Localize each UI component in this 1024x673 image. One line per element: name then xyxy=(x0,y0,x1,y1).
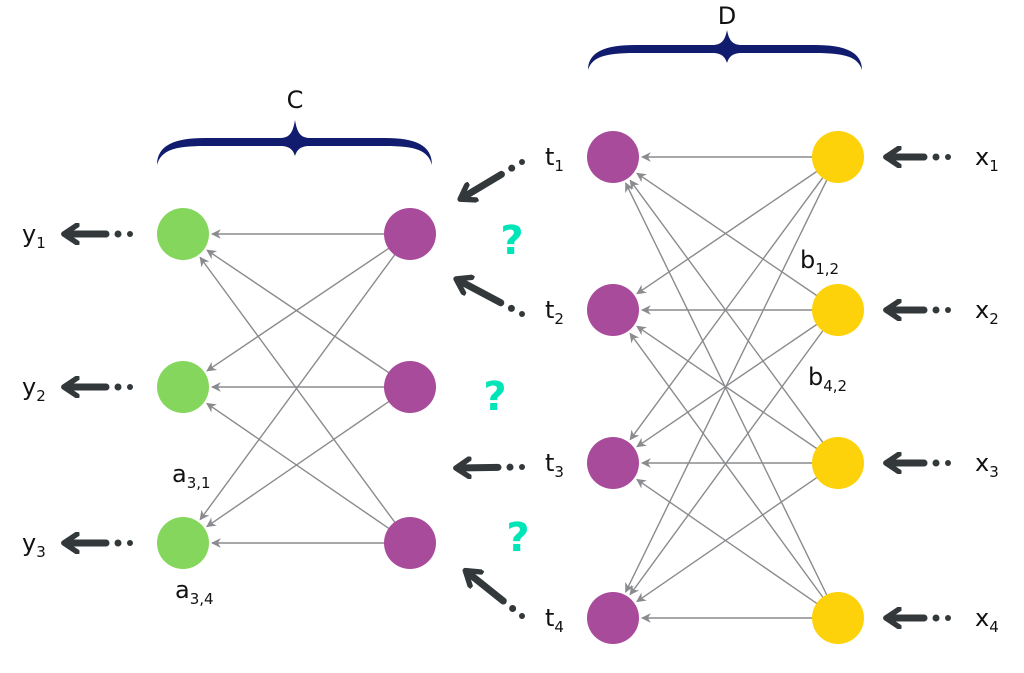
hidden-arrow xyxy=(462,159,525,198)
c-edge xyxy=(206,245,393,372)
hidden-label: t1 xyxy=(545,143,564,175)
input-label: x2 xyxy=(975,296,999,328)
c-input-node xyxy=(384,208,436,260)
d-edge xyxy=(636,172,821,299)
c-input-node xyxy=(384,517,436,569)
d-edge xyxy=(636,325,821,452)
output-label: y2 xyxy=(22,373,46,405)
input-label: x1 xyxy=(975,143,999,175)
weight-label: a3,1 xyxy=(172,460,211,492)
output-arrow xyxy=(66,384,133,391)
hidden-arrow xyxy=(458,464,525,471)
group-label-c: C xyxy=(287,86,304,114)
input-node xyxy=(812,131,864,183)
io-arrows xyxy=(66,154,951,622)
input-arrow xyxy=(888,154,951,161)
input-node xyxy=(812,437,864,489)
hidden-node xyxy=(587,592,639,644)
output-arrow xyxy=(66,540,133,547)
d-edge xyxy=(625,182,829,599)
hidden-node xyxy=(587,284,639,336)
c-edge xyxy=(199,251,398,521)
c-edge xyxy=(206,249,393,376)
d-edge xyxy=(636,478,821,607)
d-edge xyxy=(629,327,826,596)
hidden-label: t3 xyxy=(545,449,564,481)
question-mark-icon: ? xyxy=(483,374,506,420)
input-node xyxy=(812,592,864,644)
d-edge xyxy=(636,321,821,448)
d-edge xyxy=(636,474,821,603)
input-node xyxy=(812,284,864,336)
d-edge xyxy=(629,332,826,601)
output-node xyxy=(157,361,209,413)
hidden-arrow xyxy=(467,572,525,619)
input-arrow xyxy=(888,307,951,314)
weight-label: b4,2 xyxy=(808,363,847,395)
c-edge xyxy=(199,256,398,526)
c-edge xyxy=(206,402,393,532)
input-label: x4 xyxy=(975,604,999,636)
bracket-c xyxy=(157,120,432,165)
c-input-node xyxy=(384,361,436,413)
output-node xyxy=(157,517,209,569)
question-mark-icon: ? xyxy=(506,515,529,561)
hidden-label: t2 xyxy=(545,296,564,328)
hidden-node xyxy=(587,131,639,183)
output-label: y1 xyxy=(22,220,46,252)
hidden-arrow xyxy=(458,280,525,317)
question-mark-icon: ? xyxy=(500,218,523,264)
output-label: y3 xyxy=(22,529,46,561)
bracket-d xyxy=(588,30,862,70)
input-arrow xyxy=(888,615,951,622)
hidden-node xyxy=(587,437,639,489)
d-edge xyxy=(629,174,826,441)
hidden-label: t4 xyxy=(545,604,564,636)
weight-label: b1,2 xyxy=(800,246,839,278)
nodes xyxy=(157,131,864,644)
weight-label: a3,4 xyxy=(175,576,214,608)
output-arrow xyxy=(66,231,133,238)
edges xyxy=(199,152,829,623)
input-arrow xyxy=(888,460,951,467)
d-edge xyxy=(629,179,826,446)
d-edge xyxy=(625,176,829,593)
group-label-d: D xyxy=(718,2,736,30)
d-edge xyxy=(636,168,821,295)
output-node xyxy=(157,208,209,260)
input-label: x3 xyxy=(975,449,999,481)
c-edge xyxy=(206,398,393,528)
